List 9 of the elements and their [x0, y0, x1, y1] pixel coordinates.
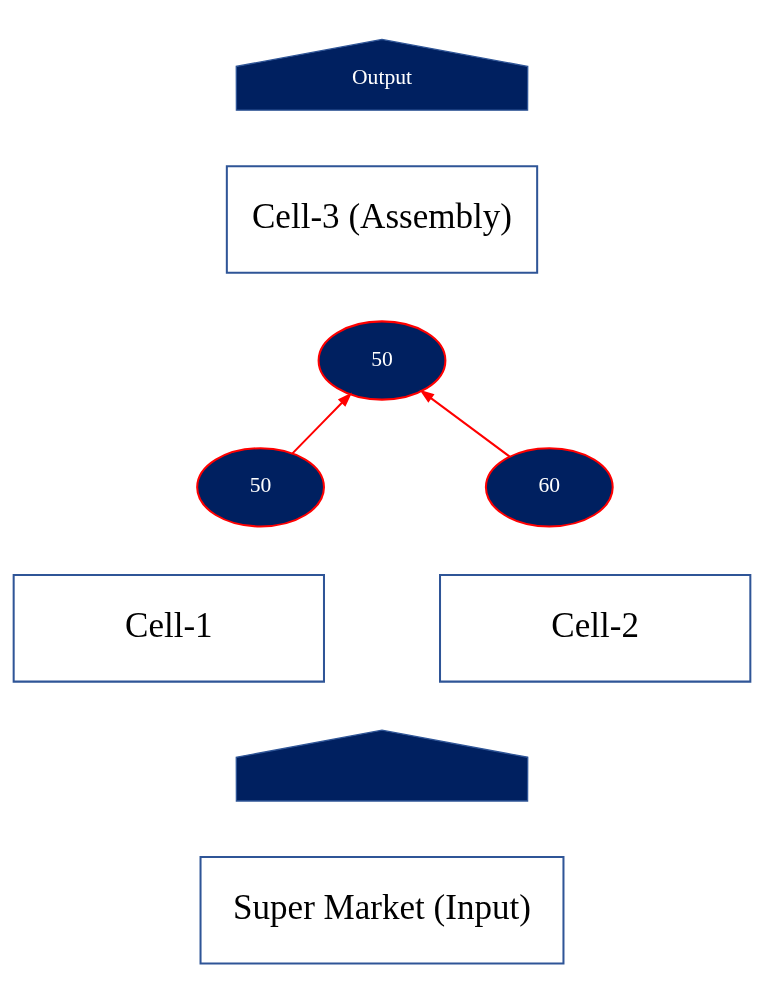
- node-box: Cell-1: [12, 573, 325, 683]
- arrow: [419, 389, 511, 457]
- node-arrow: [235, 729, 529, 802]
- node-box: Super Market (Input): [199, 855, 565, 965]
- node-box: Cell-2: [439, 573, 752, 683]
- node-ellipse: 60: [484, 446, 614, 527]
- node-box: Cell-3 (Assembly): [225, 164, 539, 274]
- node-ellipse: 50: [196, 446, 325, 527]
- arrow: [291, 392, 353, 454]
